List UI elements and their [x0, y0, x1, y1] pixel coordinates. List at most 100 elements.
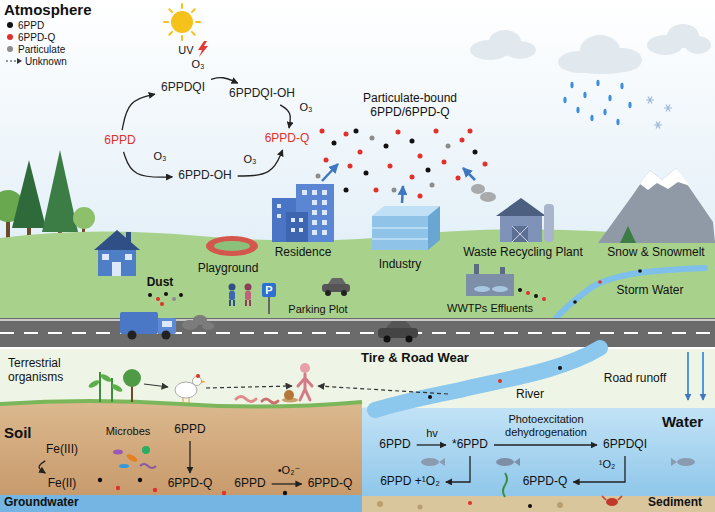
wwtp-plant: [466, 264, 546, 301]
residence-building: [312, 190, 317, 195]
human: [298, 374, 312, 400]
residence-building: [302, 190, 307, 195]
waste-recycling-plant: [500, 214, 542, 242]
airborne-particles: [396, 130, 401, 135]
microbes: [142, 446, 150, 454]
parked-car: [341, 290, 347, 296]
residence-building: [322, 190, 327, 195]
snowflakes: [646, 97, 672, 129]
reaction-arrow: [494, 444, 597, 445]
soil-particles: [283, 491, 287, 495]
aquatic-life: [496, 458, 514, 466]
mountain: [598, 168, 715, 243]
species-node: 6PPDQI: [600, 437, 650, 453]
rain-drops: [608, 95, 611, 101]
river: [428, 395, 432, 399]
airborne-particles: [354, 129, 359, 134]
plants: [88, 369, 141, 402]
storm-water-stream: [556, 268, 705, 318]
sediment-band: [557, 502, 563, 508]
plants: [100, 373, 113, 383]
airborne-particles: [392, 188, 397, 193]
rain-drops: [563, 80, 631, 125]
species-name: 6PPDQI: [603, 438, 647, 452]
sun: [192, 9, 195, 12]
reagent-label: O₃: [153, 150, 166, 163]
species-node: 6PPD-Q: [305, 476, 356, 492]
chicken: [196, 374, 200, 378]
airborne-particles: [348, 164, 353, 169]
species-node: Fe(II): [45, 476, 80, 492]
car: [378, 328, 418, 338]
species-name: 6PPD: [234, 477, 265, 491]
source-label: Storm Water: [617, 284, 684, 298]
region-title: Atmosphere: [4, 1, 92, 18]
region-title: Water: [662, 413, 703, 430]
microbes: [119, 464, 129, 468]
sediment-band: [362, 496, 715, 512]
species-name: 6PPD-OH: [178, 169, 231, 183]
legend-row: Particulate: [6, 43, 67, 55]
region-title: Sediment: [648, 496, 702, 510]
rain-drops: [603, 109, 606, 115]
house: [94, 230, 140, 250]
residence-building: [322, 230, 327, 235]
road: [0, 318, 715, 348]
runoff-arrows: [688, 352, 703, 400]
source-title: Tire & Road Wear: [361, 351, 469, 366]
residence-building: [291, 228, 295, 232]
house: [94, 230, 140, 276]
airborne-particles: [468, 129, 473, 134]
region-title: Groundwater: [4, 496, 79, 510]
dust-particles: [160, 302, 164, 306]
airborne-particles: [316, 129, 488, 199]
residence-building: [322, 200, 327, 205]
sun: [169, 32, 172, 35]
car: [378, 321, 418, 343]
species-name: 6PPD-Q: [523, 475, 568, 489]
emission-arrows: [322, 164, 338, 181]
rain-drops: [616, 119, 619, 125]
airborne-particles: [426, 168, 431, 173]
airborne-particles: [332, 129, 478, 193]
aquatic-life: [671, 458, 677, 466]
parked-car: [328, 278, 346, 284]
rain-drops: [596, 80, 599, 86]
van: [162, 331, 171, 340]
food-chain-arrows: [318, 386, 448, 394]
road: [0, 318, 715, 348]
van: [120, 312, 158, 334]
house: [112, 262, 121, 276]
wwtp-plant: [542, 297, 546, 301]
worms-snail: [236, 397, 256, 402]
emission-arrows: [402, 186, 403, 203]
airborne-particles: [418, 154, 423, 159]
waste-recycling-plant: [471, 184, 554, 242]
mountain: [640, 168, 690, 190]
reaction-arrow: [573, 456, 625, 482]
species-node: 6PPD-Q: [165, 476, 216, 492]
species-name: *6PPD: [452, 438, 488, 452]
soil-layer: [0, 401, 362, 512]
soil-particles: [98, 478, 102, 482]
airborne-particles: [410, 139, 415, 144]
waste-recycling-plant: [512, 226, 528, 242]
legend-row: Unknown: [6, 55, 67, 67]
people: [249, 300, 251, 306]
species-node: 6PPD: [231, 476, 268, 492]
residence-building: [272, 184, 334, 242]
river: [498, 379, 502, 383]
van: [120, 312, 176, 340]
species-node: 6PPD-Q: [262, 131, 313, 147]
species-name: 6PPD: [379, 438, 410, 452]
wwtp-plant: [474, 264, 479, 274]
soil-particles: [98, 478, 287, 495]
mountain: [620, 226, 636, 243]
food-chain-arrows: [144, 384, 168, 387]
particle-label: Particulate-bound 6PPD/6PPD-Q: [348, 92, 473, 120]
groundwater-band: [0, 495, 362, 512]
airborne-particles: [418, 194, 423, 199]
groundwater-band: [0, 495, 362, 512]
legend-dashed-arrow: [17, 58, 22, 64]
waste-recycling-plant: [544, 204, 554, 242]
